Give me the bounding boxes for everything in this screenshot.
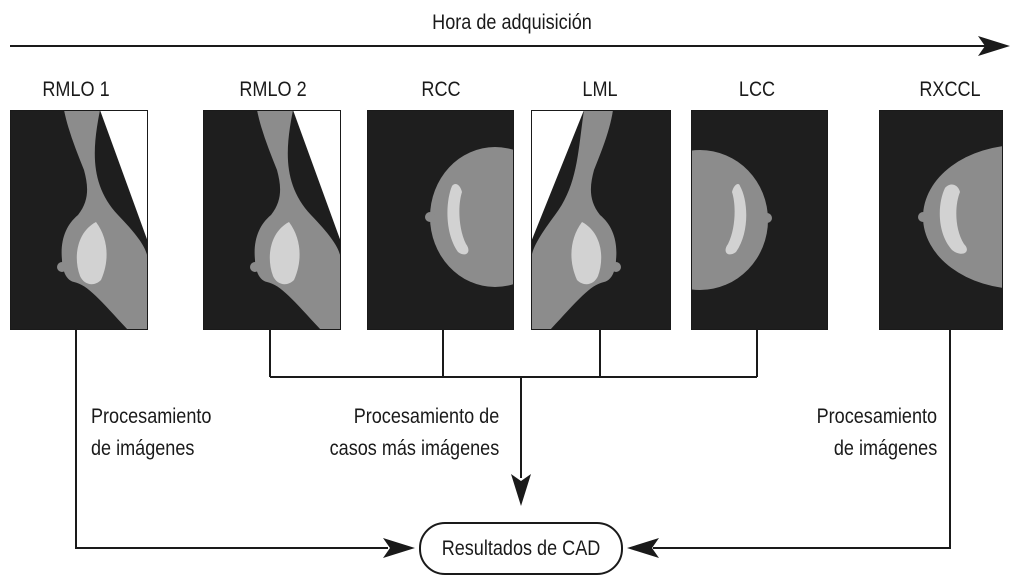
view-label-rmlo1: RMLO 1 — [42, 78, 110, 101]
mammogram-rxccl — [879, 110, 1003, 330]
mammogram-lml — [531, 110, 671, 330]
connector-lines — [75, 330, 951, 549]
mammogram-rcc — [367, 110, 514, 330]
mammogram-lcc — [691, 110, 828, 330]
view-label-rcc: RCC — [421, 78, 461, 101]
processing-center-line1: Procesamiento de — [353, 405, 499, 428]
processing-right-line1: Procesamiento — [816, 405, 937, 428]
cad-results-text: Resultados de CAD — [441, 537, 601, 560]
mammogram-rmlo1 — [10, 110, 148, 330]
arrowheads — [383, 474, 659, 558]
processing-left-line1: Procesamiento — [91, 405, 212, 428]
processing-right-line2: de imágenes — [833, 437, 937, 460]
time-axis-arrow — [10, 36, 1010, 56]
processing-left-line2: de imágenes — [91, 437, 195, 460]
view-label-lml: LML — [582, 78, 618, 101]
view-label-rxccl: RXCCL — [919, 78, 981, 101]
mammogram-rmlo2 — [203, 110, 341, 330]
view-label-lcc: LCC — [738, 78, 776, 101]
view-label-rmlo2: RMLO 2 — [239, 78, 307, 101]
cad-results-box — [419, 522, 623, 575]
processing-center-line2: casos más imágenes — [329, 437, 499, 460]
time-axis-label: Hora de adquisición — [432, 11, 592, 34]
